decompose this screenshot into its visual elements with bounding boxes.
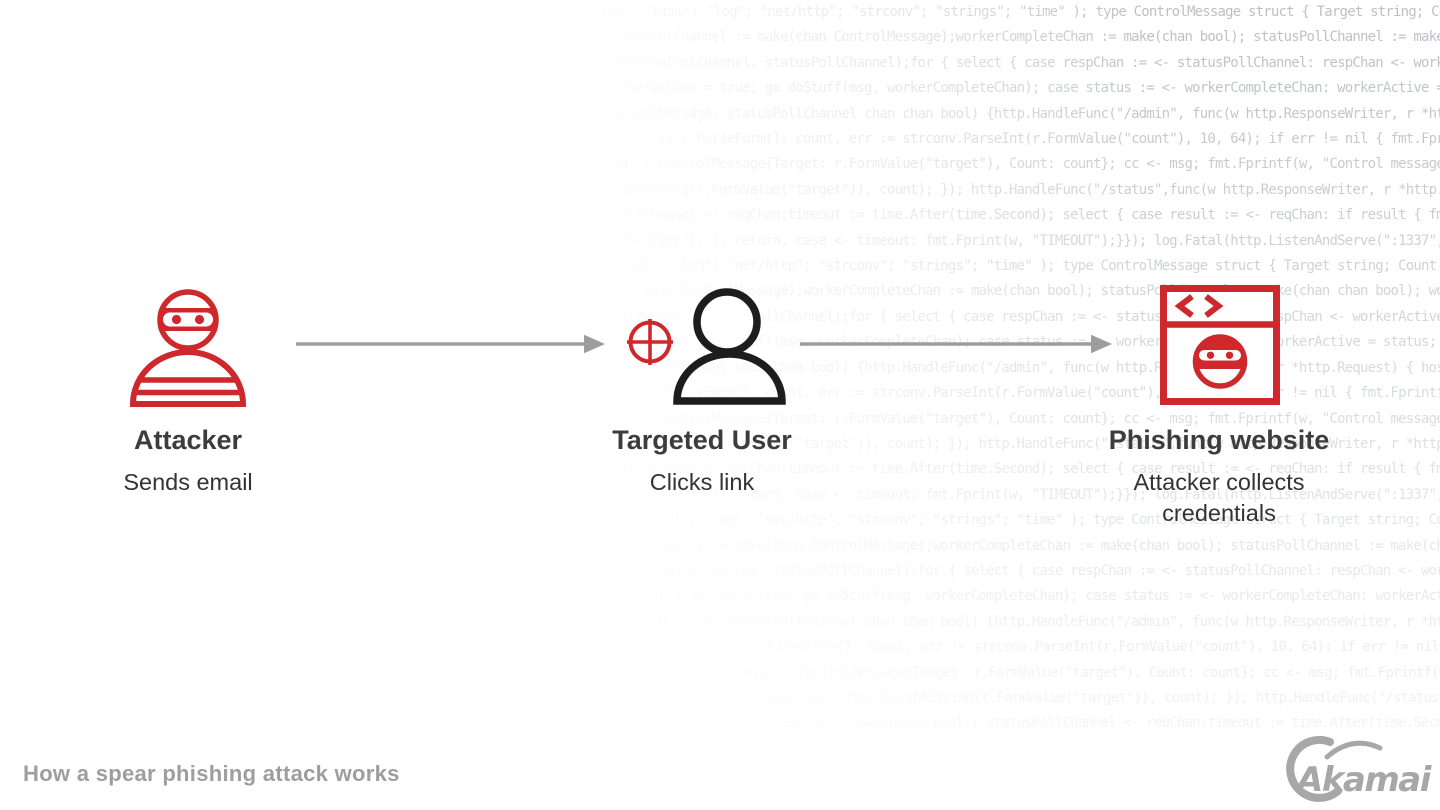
akamai-logo: Akamai bbox=[1286, 735, 1434, 802]
infographic-caption: How a spear phishing attack works bbox=[23, 761, 400, 786]
phishing-website-browser-icon bbox=[1160, 285, 1280, 405]
step-label-targeted-user: Targeted User bbox=[612, 425, 792, 455]
crosshair-icon bbox=[627, 319, 673, 365]
person-icon bbox=[673, 288, 786, 405]
akamai-wordmark: Akamai bbox=[1294, 760, 1433, 800]
step-sublabel-attacker: Sends email bbox=[123, 469, 253, 495]
targeted-user-crosshair-icon bbox=[627, 288, 786, 405]
flow-arrow-1-icon bbox=[296, 334, 605, 354]
flow-arrow-2-icon bbox=[800, 334, 1112, 354]
attacker-mask-band bbox=[160, 308, 216, 331]
code-chevrons-icon bbox=[1174, 294, 1224, 318]
attacker-masked-person-icon bbox=[129, 289, 247, 407]
step-label-phishing-website: Phishing website bbox=[1108, 425, 1330, 455]
step-label-attacker: Attacker bbox=[133, 425, 243, 455]
step-sublabel-phishing-website: Attacker collects credentials bbox=[1133, 469, 1305, 526]
step-sublabel-targeted-user: Clicks link bbox=[649, 469, 755, 495]
akamai-swoosh-icon bbox=[1286, 735, 1383, 802]
attacker-stripes bbox=[133, 377, 243, 396]
